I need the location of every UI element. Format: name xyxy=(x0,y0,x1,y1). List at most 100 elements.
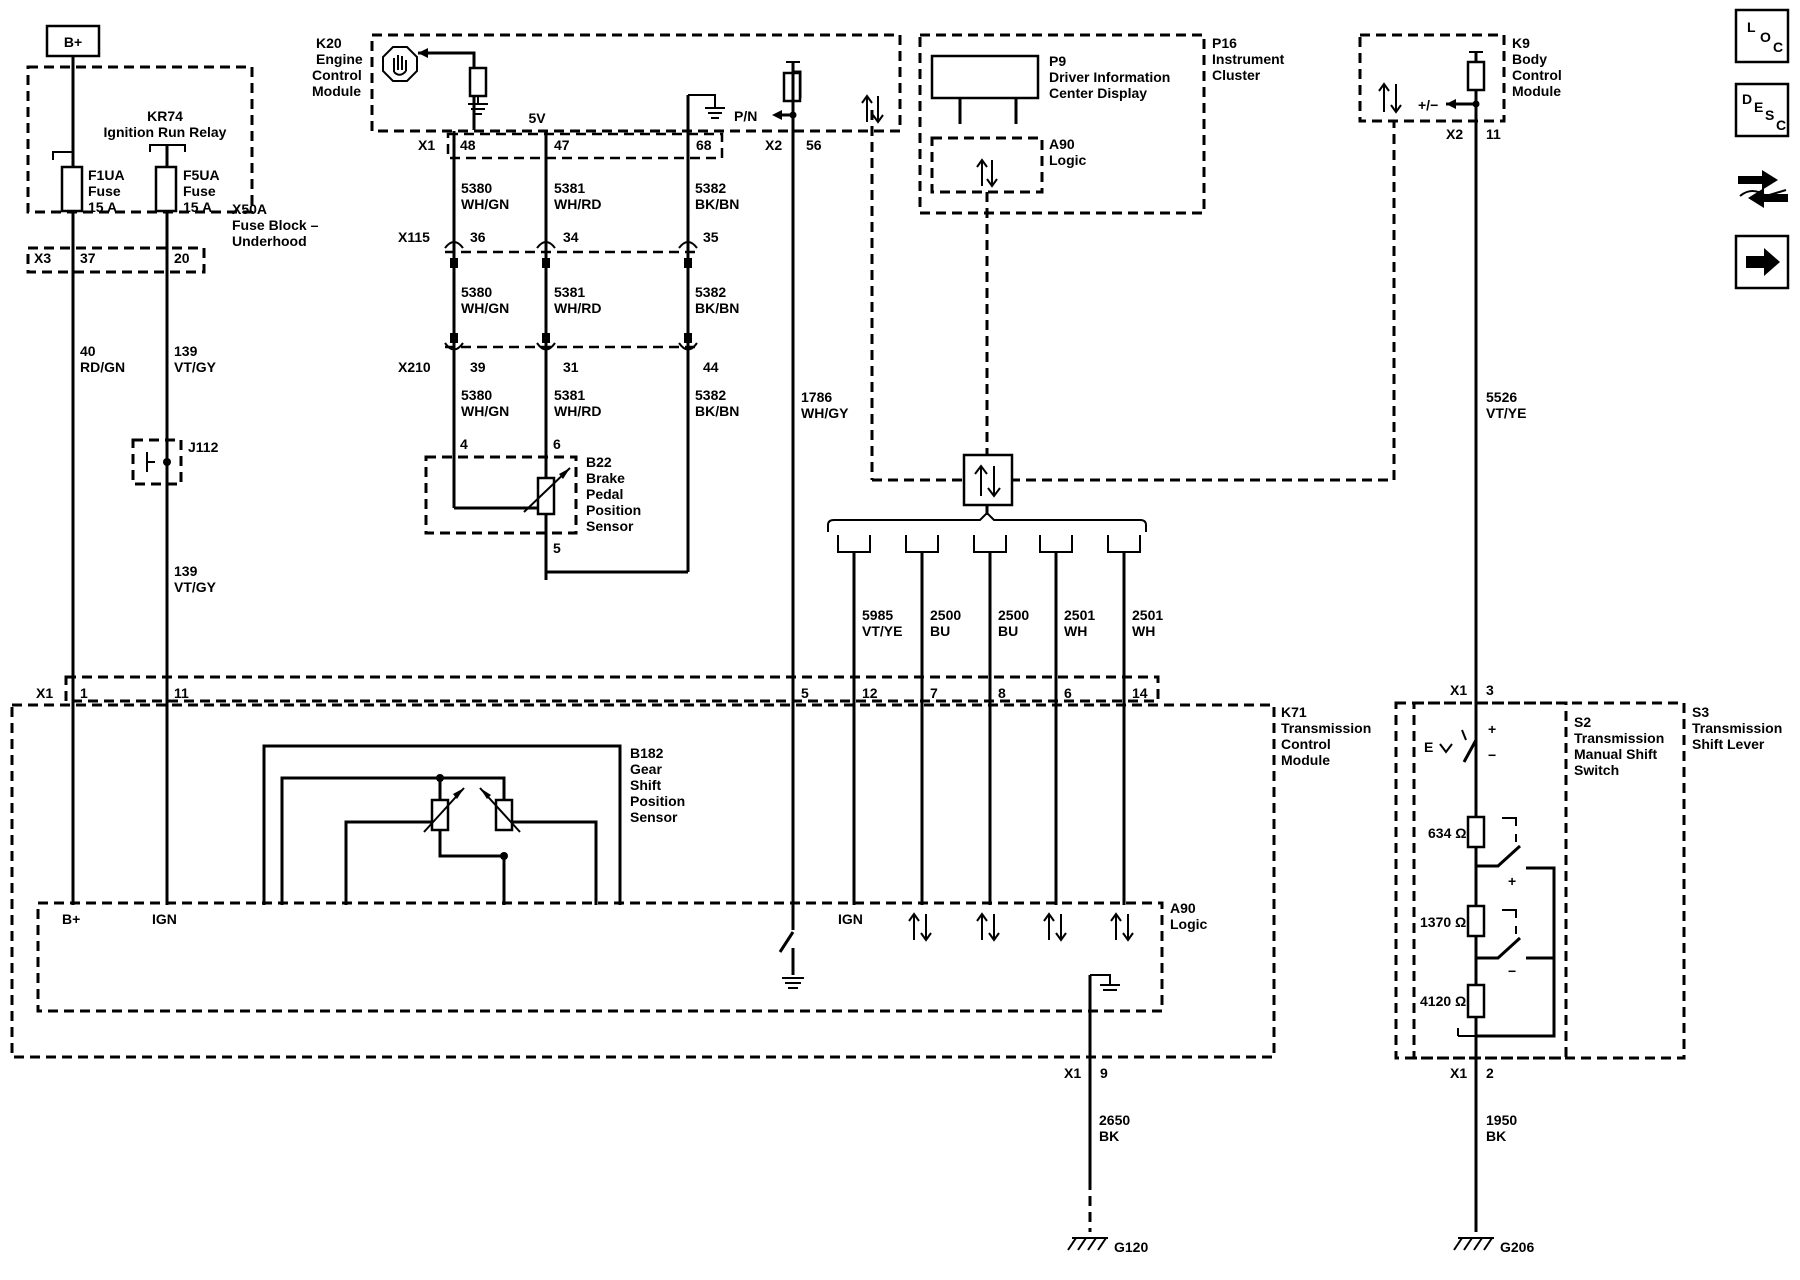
f1ua-label-2: Fuse xyxy=(88,183,121,199)
w5380a-num: 5380 xyxy=(461,180,492,196)
b22-label-5: Sensor xyxy=(586,518,634,534)
k9-x2-label: X2 xyxy=(1446,126,1463,142)
w2500a-col: BU xyxy=(930,623,950,639)
w5526-num: 5526 xyxy=(1486,389,1517,405)
k9-bcm-box xyxy=(1358,33,1506,123)
k71-a90-label-1: A90 xyxy=(1170,900,1196,916)
f1ua-label-3: 15 A xyxy=(88,199,117,215)
svg-text:L: L xyxy=(1747,19,1756,35)
pin-31: 31 xyxy=(563,359,579,375)
label-ign2: IGN xyxy=(838,911,863,927)
p9-a90-logic xyxy=(930,136,1044,194)
f5ua-label-3: 15 A xyxy=(183,199,212,215)
ground-g120: G120 xyxy=(1114,1239,1148,1255)
p9-a90-label-2: Logic xyxy=(1049,152,1087,168)
label-minus: − xyxy=(1488,747,1496,763)
pin-k71-6: 6 xyxy=(1064,685,1072,701)
pin-k71-1: 1 xyxy=(80,685,88,701)
w5382b-num: 5382 xyxy=(695,284,726,300)
k20-label-2: Engine xyxy=(316,51,363,67)
pin-s2-3: 3 xyxy=(1486,682,1494,698)
s2-manual-shift-switch-box xyxy=(1412,701,1568,1060)
pin-k71-8: 8 xyxy=(998,685,1006,701)
k71-a90-logic xyxy=(36,901,1164,1013)
k9-label-3: Control xyxy=(1512,67,1562,83)
x115-label: X115 xyxy=(398,229,430,245)
fuse-f1ua xyxy=(60,165,84,213)
w2500b-col: BU xyxy=(998,623,1018,639)
label-ign: IGN xyxy=(152,911,177,927)
resistor-1370 xyxy=(1466,904,1486,938)
w1950-col: BK xyxy=(1486,1128,1506,1144)
k71-x1-label: X1 xyxy=(36,685,53,701)
w5380a-col: WH/GN xyxy=(461,196,509,212)
k71-label-1: K71 xyxy=(1281,704,1307,720)
signal-plusminus: +/− xyxy=(1418,97,1438,113)
w5382b-col: BK/BN xyxy=(695,300,739,316)
s2-label-3: Manual Shift xyxy=(1574,746,1658,762)
next-arrow-button[interactable] xyxy=(1734,234,1790,290)
k71-label-4: Module xyxy=(1281,752,1330,768)
k9-serial-arrows-icon xyxy=(1378,82,1402,114)
w2500a-num: 2500 xyxy=(930,607,961,623)
k9-label-4: Module xyxy=(1512,83,1561,99)
wire-40-number: 40 xyxy=(80,343,96,359)
x50a-label-1: X50A xyxy=(232,201,267,217)
ecm-hand-icon xyxy=(382,46,418,82)
k20-label-3: Control xyxy=(312,67,362,83)
ground-g206: G206 xyxy=(1500,1239,1534,1255)
x3-connector xyxy=(26,246,206,274)
arrow-right-icon xyxy=(1746,248,1780,276)
label-minus2: − xyxy=(1508,963,1516,979)
g120-x1-label: X1 xyxy=(1064,1065,1081,1081)
pin-b22-5: 5 xyxy=(553,540,561,556)
w2500b-num: 2500 xyxy=(998,607,1029,623)
battery-label: B+ xyxy=(64,34,82,50)
w1786-num: 1786 xyxy=(801,389,832,405)
svg-text:O: O xyxy=(1760,29,1771,45)
label-plus2: + xyxy=(1508,873,1516,889)
b182-label-2: Gear xyxy=(630,761,662,777)
p16-instrument-cluster-box xyxy=(918,33,1206,215)
w5382c-col: BK/BN xyxy=(695,403,739,419)
pin-56: 56 xyxy=(806,137,822,153)
p9-a90-label-1: A90 xyxy=(1049,136,1075,152)
wire-139b-number: 139 xyxy=(174,563,198,579)
k71-label-3: Control xyxy=(1281,736,1331,752)
s2-label-1: S2 xyxy=(1574,714,1591,730)
w2650-num: 2650 xyxy=(1099,1112,1130,1128)
p9-serial-arrows-icon xyxy=(976,158,998,188)
wire-139b-color: VT/GY xyxy=(174,579,217,595)
j112-splice xyxy=(131,438,183,486)
k20-ecm-box xyxy=(370,33,902,133)
connector-end-view-button[interactable] xyxy=(1738,170,1788,208)
x50a-fuse-block xyxy=(26,65,254,214)
location-nav-button[interactable]: L O C xyxy=(1734,8,1790,64)
pin-48: 48 xyxy=(460,137,476,153)
w5381b-num: 5381 xyxy=(554,284,585,300)
description-nav-button[interactable]: D E S C xyxy=(1734,82,1790,138)
serial-data-arrows-icon xyxy=(861,94,884,124)
w5380c-num: 5380 xyxy=(461,387,492,403)
b22-label-1: B22 xyxy=(586,454,612,470)
w2650-col: BK xyxy=(1099,1128,1119,1144)
s3-label-3: Shift Lever xyxy=(1692,736,1765,752)
w5381c-num: 5381 xyxy=(554,387,585,403)
wire-40-color: RD/GN xyxy=(80,359,125,375)
w5382a-num: 5382 xyxy=(695,180,726,196)
w5380b-num: 5380 xyxy=(461,284,492,300)
b182-sensor xyxy=(262,744,622,905)
pin-k9-11: 11 xyxy=(1486,126,1501,142)
wire-139a-number: 139 xyxy=(174,343,198,359)
pin-k71-11: 11 xyxy=(174,685,189,701)
resistor-4120 xyxy=(1466,983,1486,1019)
wire-139a-color: VT/GY xyxy=(174,359,217,375)
svg-text:C: C xyxy=(1773,39,1783,55)
svg-text:C: C xyxy=(1776,117,1786,133)
b182-label-1: B182 xyxy=(630,745,664,761)
pin-k71-9: 9 xyxy=(1100,1065,1108,1081)
w5382a-col: BK/BN xyxy=(695,196,739,212)
p16-label-3: Cluster xyxy=(1212,67,1261,83)
p16-label-2: Instrument xyxy=(1212,51,1285,67)
pin-34: 34 xyxy=(563,229,579,245)
